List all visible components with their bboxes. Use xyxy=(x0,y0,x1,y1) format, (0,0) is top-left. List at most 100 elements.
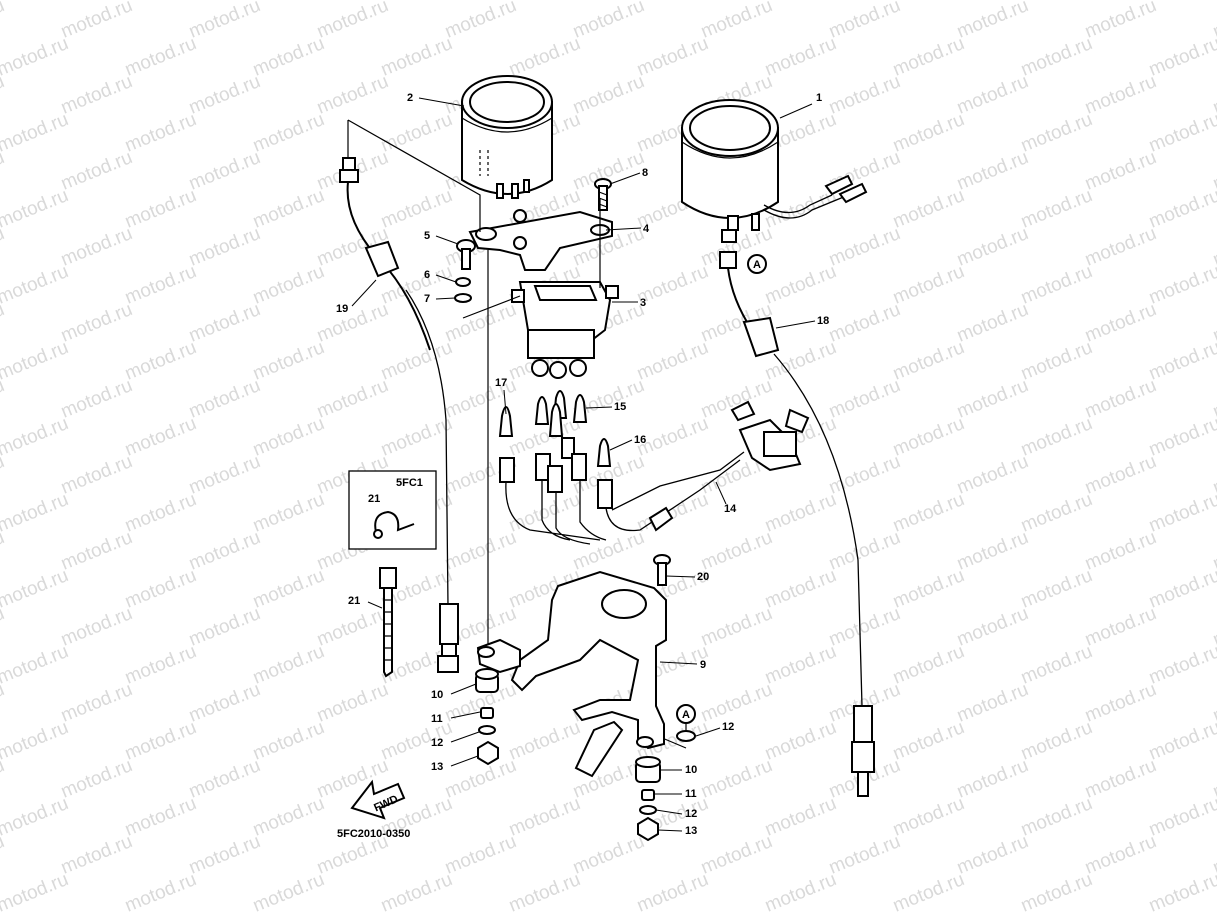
watermark-text: motod.ru xyxy=(698,907,775,913)
watermark-text: motod.ru xyxy=(250,413,327,461)
callout-number: 8 xyxy=(642,167,648,179)
watermark-text: motod.ru xyxy=(442,907,519,913)
callout-number: 10 xyxy=(431,689,443,701)
washer-6 xyxy=(455,277,471,287)
callout-number: 3 xyxy=(640,297,646,309)
watermark-text: motod.ru xyxy=(0,717,71,765)
watermark-text: motod.ru xyxy=(1018,337,1095,385)
watermark-text: motod.ru xyxy=(250,337,327,385)
watermark-text: motod.ru xyxy=(378,413,455,461)
watermark-text: motod.ru xyxy=(954,907,1031,913)
watermark-text: motod.ru xyxy=(0,109,71,157)
callout-leader-line xyxy=(665,575,696,578)
callout-leader-line xyxy=(659,661,698,665)
mount-stack-right xyxy=(635,730,696,842)
callout-leader-line xyxy=(605,227,642,231)
watermark-text: motod.ru xyxy=(698,755,775,803)
watermark-text: motod.ru xyxy=(1082,147,1159,195)
watermark-text: motod.ru xyxy=(58,375,135,423)
watermark-text: motod.ru xyxy=(634,869,711,913)
watermark-text: motod.ru xyxy=(250,185,327,233)
watermark-text: motod.ru xyxy=(1018,793,1095,841)
watermark-text: motod.ru xyxy=(58,299,135,347)
watermark-text: motod.ru xyxy=(634,33,711,81)
watermark-text: motod.ru xyxy=(1082,831,1159,879)
watermark-text: motod.ru xyxy=(122,641,199,689)
watermark-text: motod.ru xyxy=(186,375,263,423)
callout-leader-line xyxy=(715,481,727,505)
watermark-text: motod.ru xyxy=(442,527,519,575)
watermark-text: motod.ru xyxy=(506,489,583,537)
watermark-text: motod.ru xyxy=(698,831,775,879)
watermark-text: motod.ru xyxy=(250,717,327,765)
watermark-text: motod.ru xyxy=(826,527,903,575)
watermark-text: motod.ru xyxy=(890,717,967,765)
watermark-text: motod.ru xyxy=(186,299,263,347)
watermark-text: motod.ru xyxy=(186,603,263,651)
watermark-text: motod.ru xyxy=(58,527,135,575)
callout-leader-line xyxy=(779,103,813,119)
watermark-text: motod.ru xyxy=(378,33,455,81)
watermark-text: motod.ru xyxy=(954,299,1031,347)
wire-harness-14 xyxy=(505,400,810,545)
watermark-text: motod.ru xyxy=(890,261,967,309)
callout-leader-line xyxy=(657,829,683,832)
watermark-text: motod.ru xyxy=(698,527,775,575)
watermark-text: motod.ru xyxy=(1082,223,1159,271)
callout-number: 9 xyxy=(700,659,706,671)
watermark-text: motod.ru xyxy=(250,489,327,537)
callout-number: 15 xyxy=(614,401,626,413)
watermark-text: motod.ru xyxy=(378,109,455,157)
watermark-text: motod.ru xyxy=(890,641,967,689)
watermark-text: motod.ru xyxy=(954,603,1031,651)
watermark-text: motod.ru xyxy=(58,71,135,119)
watermark-text: motod.ru xyxy=(762,0,839,5)
watermark-text: motod.ru xyxy=(58,755,135,803)
watermark-text: motod.ru xyxy=(698,0,775,43)
watermark-text: motod.ru xyxy=(314,679,391,727)
watermark-text: motod.ru xyxy=(58,679,135,727)
callout-leader-line xyxy=(585,406,613,409)
callout-number: 16 xyxy=(634,434,646,446)
watermark-text: motod.ru xyxy=(314,603,391,651)
watermark-text: motod.ru xyxy=(122,0,199,5)
watermark-text: motod.ru xyxy=(890,0,967,5)
callout-number: 13 xyxy=(685,825,697,837)
watermark-text: motod.ru xyxy=(1082,907,1159,913)
watermark-text: motod.ru xyxy=(250,109,327,157)
watermark-text: motod.ru xyxy=(1146,641,1217,689)
inset-title: 5FC1 xyxy=(396,477,423,489)
watermark-text: motod.ru xyxy=(0,185,71,233)
diagram-code: 5FC2010-0350 xyxy=(337,828,410,840)
watermark-text: motod.ru xyxy=(1082,451,1159,499)
callout-number: 11 xyxy=(431,713,443,725)
callout-number: 20 xyxy=(697,571,709,583)
watermark-text: motod.ru xyxy=(762,489,839,537)
watermark-text: motod.ru xyxy=(378,185,455,233)
watermark-text: motod.ru xyxy=(1210,907,1217,913)
watermark-text: motod.ru xyxy=(122,109,199,157)
upper-bracket xyxy=(468,209,613,271)
watermark-text: motod.ru xyxy=(826,375,903,423)
callout-number: 7 xyxy=(424,293,430,305)
watermark-text: motod.ru xyxy=(58,0,135,43)
washer-upper xyxy=(475,227,497,241)
watermark-text: motod.ru xyxy=(122,261,199,309)
callout-number: 12 xyxy=(685,808,697,820)
watermark-text: motod.ru xyxy=(506,869,583,913)
watermark-text: motod.ru xyxy=(314,71,391,119)
watermark-text: motod.ru xyxy=(186,71,263,119)
watermark-text: motod.ru xyxy=(826,0,903,43)
watermark-text: motod.ru xyxy=(954,451,1031,499)
inset-part-number: 21 xyxy=(368,493,380,505)
watermark-text: motod.ru xyxy=(890,33,967,81)
watermark-text: motod.ru xyxy=(954,71,1031,119)
watermark-text: motod.ru xyxy=(186,907,263,913)
watermark-text: motod.ru xyxy=(826,299,903,347)
watermark-text: motod.ru xyxy=(0,793,71,841)
watermark-text: motod.ru xyxy=(0,641,71,689)
watermark-text: motod.ru xyxy=(1018,641,1095,689)
watermark-text: motod.ru xyxy=(762,869,839,913)
watermark-text: motod.ru xyxy=(506,33,583,81)
